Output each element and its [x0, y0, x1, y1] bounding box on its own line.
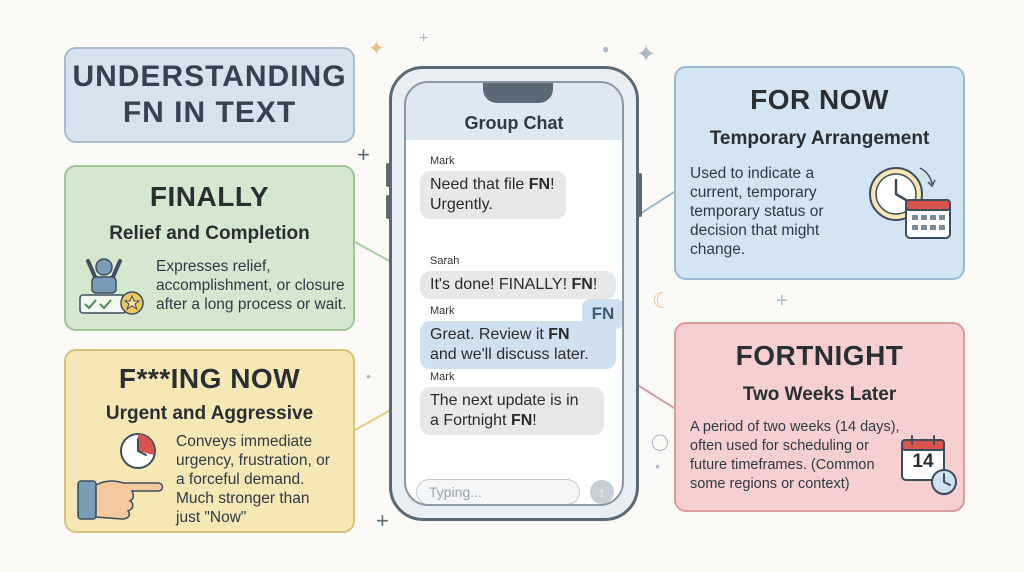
for-now-line-2: current, temporary	[690, 184, 817, 201]
fing-now-line-4: Much stronger than	[176, 490, 310, 507]
phone-side-button	[638, 173, 642, 217]
message-text: a Fortnight	[430, 412, 511, 429]
fortnight-subheading: Two Weeks Later	[742, 384, 897, 405]
plus-icon: +	[357, 142, 370, 167]
fing-now-line-2: urgency, frustration, or	[176, 452, 330, 469]
fing-now-subheading: Urgent and Aggressive	[105, 403, 314, 424]
dot-icon: ●	[655, 462, 660, 471]
message-input[interactable]: Typing...	[416, 479, 580, 504]
finally-line-2: accomplishment, or closure	[156, 277, 345, 294]
sparkle-icon: ✦	[368, 38, 385, 60]
for-now-subheading: Temporary Arrangement	[709, 128, 930, 149]
for-now-card: FOR NOW Temporary Arrangement Used to in…	[674, 66, 965, 280]
fortnight-line-3: future timeframes. (Common	[690, 457, 875, 473]
fortnight-card: FORTNIGHT Two Weeks Later A period of tw…	[674, 322, 965, 512]
fortnight-line-1: A period of two weeks (14 days),	[690, 419, 900, 435]
message-text: !	[532, 412, 537, 429]
for-now-line-3: temporary status or	[690, 203, 824, 220]
chat-message: Great. Review it FN and we'll discuss la…	[420, 321, 616, 369]
ring-icon: ◯	[651, 434, 669, 451]
chat-message: It's done! FINALLY! FN!	[420, 271, 616, 299]
dot-icon: ●	[602, 42, 610, 56]
finally-heading: FINALLY	[149, 181, 270, 212]
plus-icon: +	[376, 508, 389, 533]
phone-notch	[483, 83, 553, 103]
moon-icon: ☾	[652, 288, 672, 313]
fing-now-card: F***ING NOW Urgent and Aggressive Convey…	[64, 349, 355, 533]
finally-subheading: Relief and Completion	[109, 223, 310, 244]
fing-now-line-3: a forceful demand.	[176, 471, 305, 488]
calendar-icon: 14	[900, 434, 958, 496]
for-now-line-5: change.	[690, 241, 746, 258]
dot-icon: ●	[366, 372, 371, 381]
sparkle-icon: ✦	[636, 41, 657, 68]
finally-line-3: after a long process or wait.	[156, 296, 347, 313]
fortnight-line-4: some regions or context)	[690, 476, 850, 492]
message-sender: Sarah	[430, 255, 460, 267]
plus-icon: +	[776, 290, 788, 312]
message-text: The next update is in	[430, 392, 579, 409]
for-now-heading: FOR NOW	[750, 84, 889, 115]
chat-message: Need that file FN! Urgently.	[420, 171, 566, 219]
title-line-1: UNDERSTANDING	[72, 60, 347, 93]
message-text: !	[550, 176, 555, 193]
clock-calendar-icon	[869, 167, 951, 239]
message-sender: Mark	[430, 305, 455, 317]
chat-header: Group Chat	[406, 83, 622, 140]
message-text: It's done! FINALLY!	[430, 276, 572, 293]
fn-bubble: FN	[582, 299, 622, 329]
celebrating-person-icon	[79, 258, 144, 315]
message-text: Need that file	[430, 176, 529, 193]
title-card: UNDERSTANDING FN IN TEXT	[64, 47, 355, 143]
fing-now-line-1: Conveys immediate	[176, 433, 313, 450]
calendar-day: 14	[912, 451, 934, 472]
fing-now-heading: F***ING NOW	[118, 363, 301, 394]
for-now-line-4: decision that might	[690, 222, 820, 239]
fing-now-line-5: just "Now"	[176, 509, 247, 526]
message-text: Great. Review it	[430, 326, 549, 343]
for-now-line-1: Used to indicate a	[690, 165, 815, 182]
phone-side-button	[386, 163, 390, 187]
message-fn: FN	[528, 176, 551, 193]
message-text: Urgently.	[430, 196, 493, 213]
arrow-up-icon: ↑	[598, 484, 606, 500]
message-sender: Mark	[430, 371, 455, 383]
message-text: !	[592, 276, 598, 293]
phone-side-button	[386, 195, 390, 219]
finally-card: FINALLY Relief and Completion Expresses …	[64, 165, 355, 331]
message-text: and we'll discuss later.	[430, 346, 589, 363]
chat-message: The next update is in a Fortnight FN!	[420, 387, 604, 435]
finally-line-1: Expresses relief,	[156, 258, 271, 275]
title-line-2: FN IN TEXT	[122, 96, 297, 129]
phone-screen: Group Chat Mark Need that file FN! Urgen…	[404, 81, 624, 506]
plus-icon: +	[419, 30, 429, 47]
phone-mockup: Group Chat Mark Need that file FN! Urgen…	[386, 66, 642, 521]
message-fn: FN	[510, 412, 533, 429]
message-fn: FN	[571, 276, 593, 293]
fortnight-heading: FORTNIGHT	[735, 340, 904, 371]
send-button[interactable]: ↑	[590, 480, 614, 504]
pointing-hand-clock-icon	[77, 433, 164, 520]
message-sender: Mark	[430, 155, 455, 167]
message-fn: FN	[548, 326, 570, 343]
fortnight-line-2: often used for scheduling or	[690, 438, 869, 454]
